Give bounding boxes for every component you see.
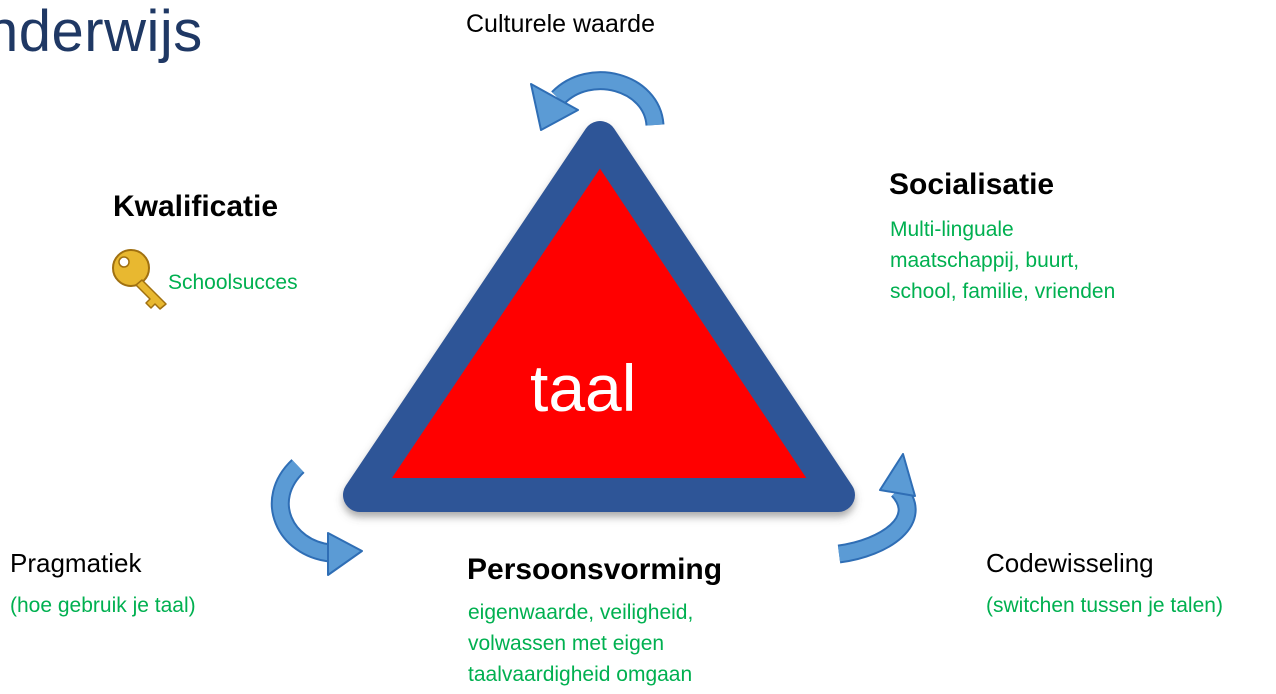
socialisatie-line-3: school, familie, vrienden bbox=[890, 280, 1116, 303]
left-cycle-arrow bbox=[270, 459, 363, 576]
top-cycle-arrow bbox=[530, 71, 665, 131]
socialisatie-heading: Socialisatie bbox=[889, 168, 1055, 201]
key-icon bbox=[112, 249, 167, 310]
codewisseling-label: Codewisseling bbox=[986, 548, 1154, 578]
persoonsvorming-heading: Persoonsvorming bbox=[467, 553, 723, 586]
codewisseling-sub: (switchen tussen je talen) bbox=[986, 594, 1223, 617]
persoonsvorming-line-1: eigenwaarde, veiligheid, bbox=[468, 601, 694, 624]
persoonsvorming-line-3: taalvaardigheid omgaan bbox=[468, 663, 693, 686]
kwalificatie-heading: Kwalificatie bbox=[113, 190, 279, 223]
pragmatiek-sub: (hoe gebruik je taal) bbox=[10, 594, 196, 617]
socialisatie-line-2: maatschappij, buurt, bbox=[890, 249, 1080, 272]
culturele-waarde-label: Culturele waarde bbox=[466, 10, 655, 38]
pragmatiek-label: Pragmatiek bbox=[10, 548, 142, 578]
right-cycle-arrow bbox=[837, 453, 917, 564]
schoolsucces-text: Schoolsucces bbox=[168, 271, 298, 294]
page-title: nderwijs bbox=[0, 0, 203, 64]
taal-label: taal bbox=[530, 351, 637, 425]
taal-triangle bbox=[343, 121, 855, 512]
persoonsvorming-line-2: volwassen met eigen bbox=[468, 632, 665, 655]
socialisatie-line-1: Multi-linguale bbox=[890, 218, 1014, 241]
